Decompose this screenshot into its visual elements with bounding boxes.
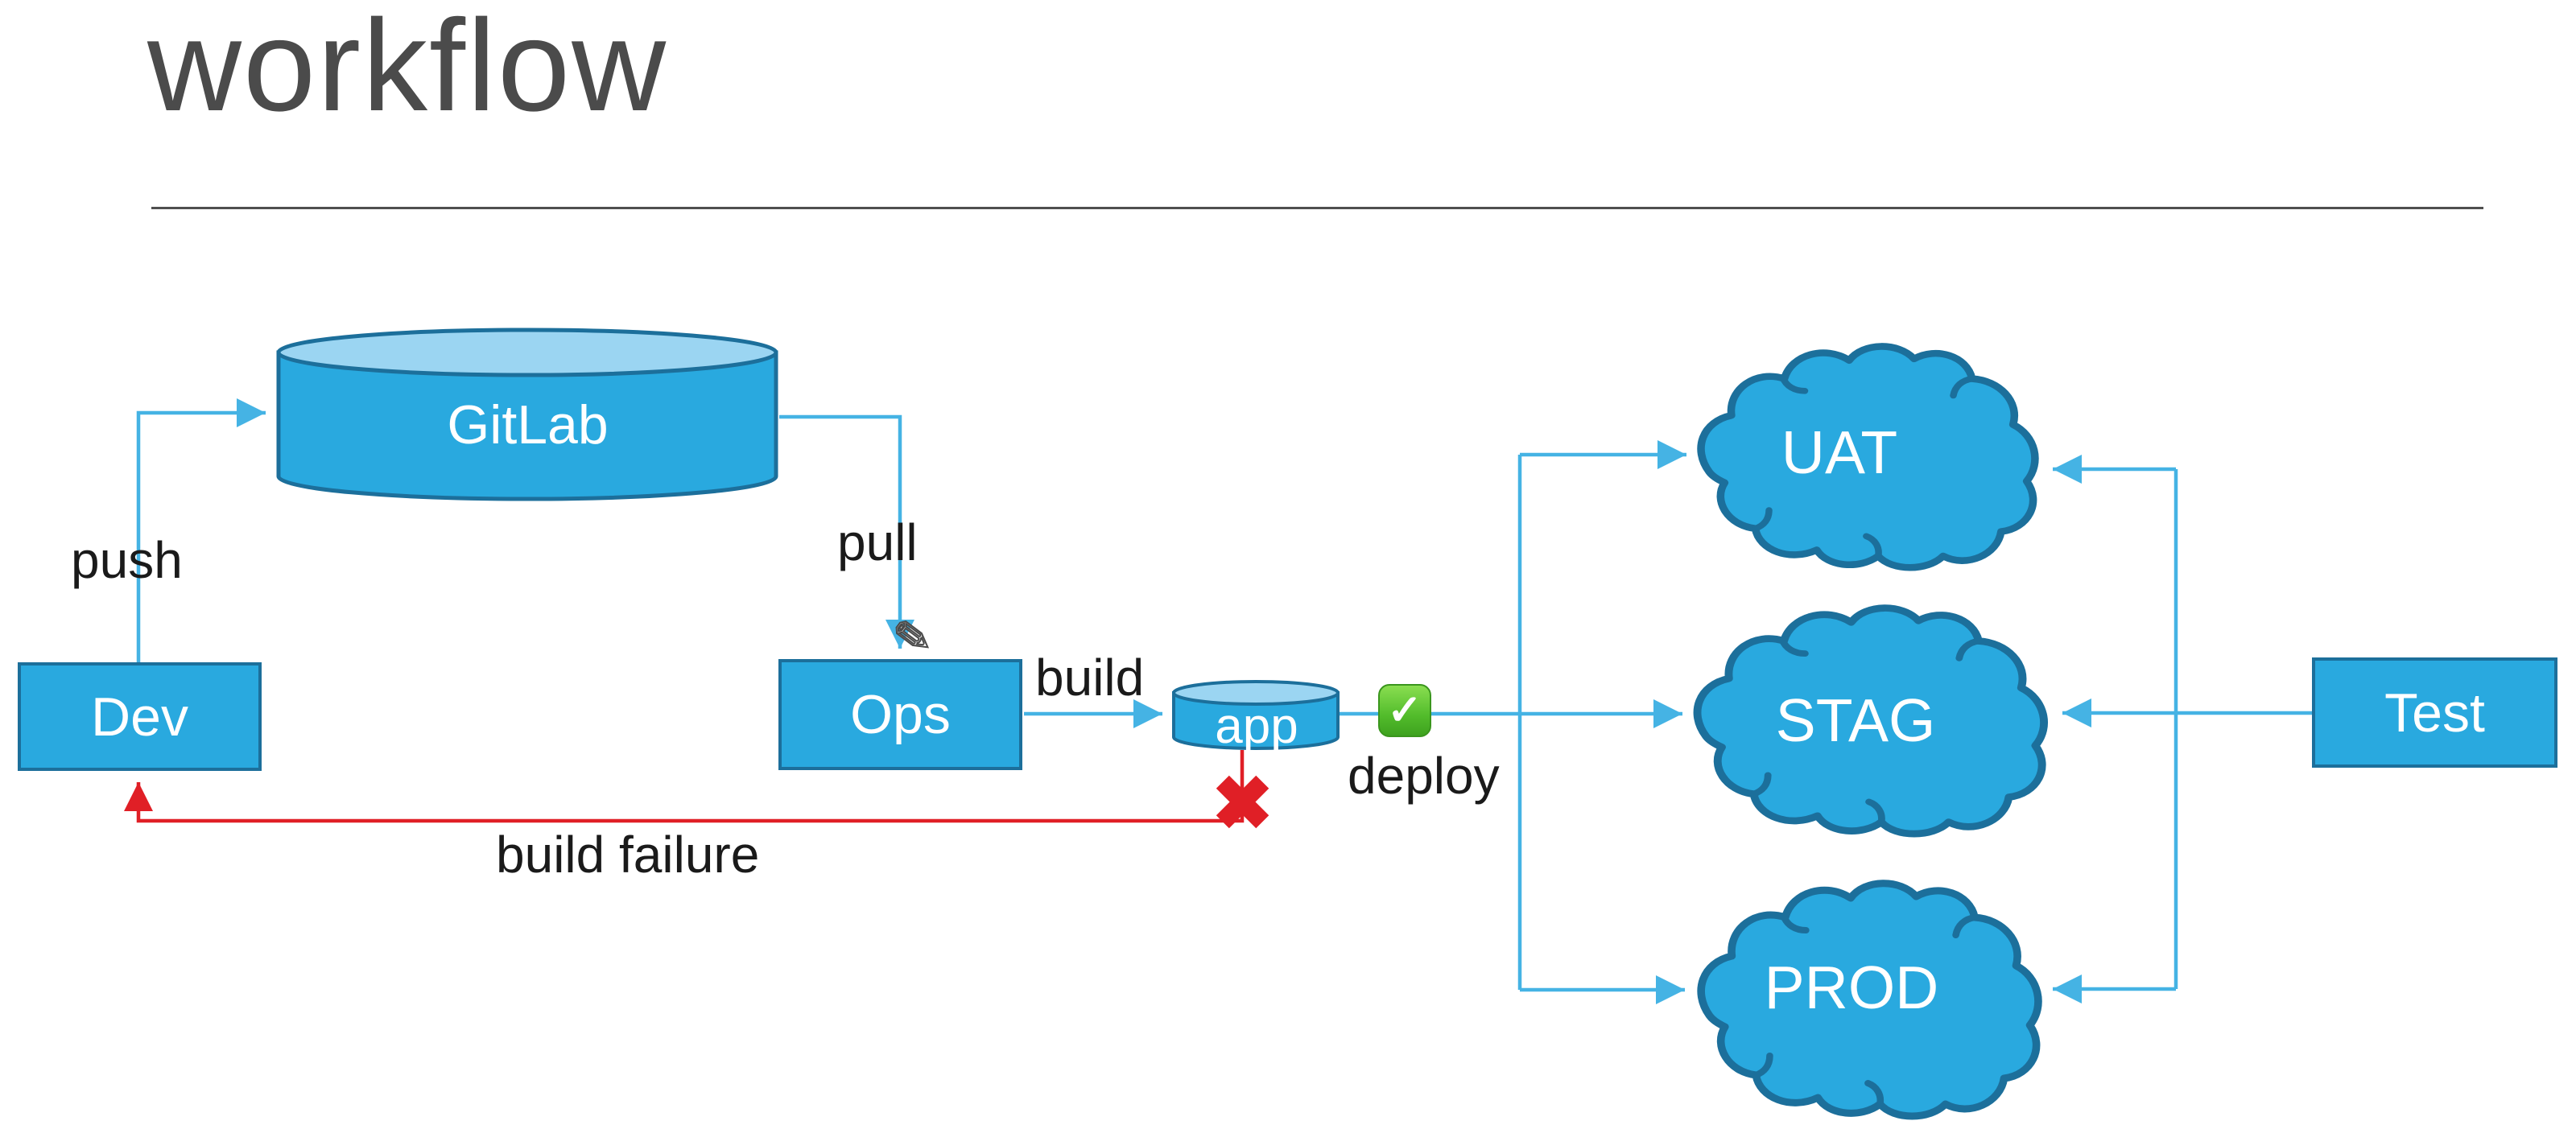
x-glyph: ✖ — [1211, 763, 1274, 845]
slide-title: workflow — [147, 0, 668, 138]
node-dev: Dev — [18, 662, 262, 771]
check-glyph: ✓ — [1387, 687, 1422, 734]
node-ops: Ops — [778, 659, 1022, 770]
push-arrow — [136, 398, 266, 662]
node-uat-label: UAT — [1781, 418, 1898, 486]
node-dev-label: Dev — [91, 686, 188, 748]
pull-arrow — [779, 414, 914, 649]
node-app-label: app — [1215, 698, 1298, 754]
node-prod-label: PROD — [1764, 954, 1939, 1021]
app-cylinder — [1172, 680, 1340, 750]
title-separator — [151, 207, 2483, 209]
build-failure-arrow — [124, 750, 1245, 823]
build-failure-x-icon: ✖ — [1204, 766, 1281, 843]
pen-glyph: ✎ — [890, 608, 935, 666]
edge-label-pull: pull — [837, 513, 918, 571]
edge-label-build-failure: build failure — [496, 826, 760, 884]
edge-label-deploy: deploy — [1348, 747, 1500, 805]
gitlab-cylinder — [276, 328, 778, 501]
node-test: Test — [2312, 657, 2557, 768]
node-stag-label: STAG — [1775, 686, 1936, 754]
edge-label-build: build — [1035, 649, 1145, 707]
pen-cursor-icon: ✎ — [890, 608, 935, 666]
node-ops-label: Ops — [850, 684, 951, 745]
deploy-success-check-icon: ✓ — [1378, 684, 1431, 737]
node-test-label: Test — [2384, 682, 2485, 744]
edge-label-push: push — [71, 531, 183, 589]
node-gitlab-label: GitLab — [447, 394, 609, 455]
